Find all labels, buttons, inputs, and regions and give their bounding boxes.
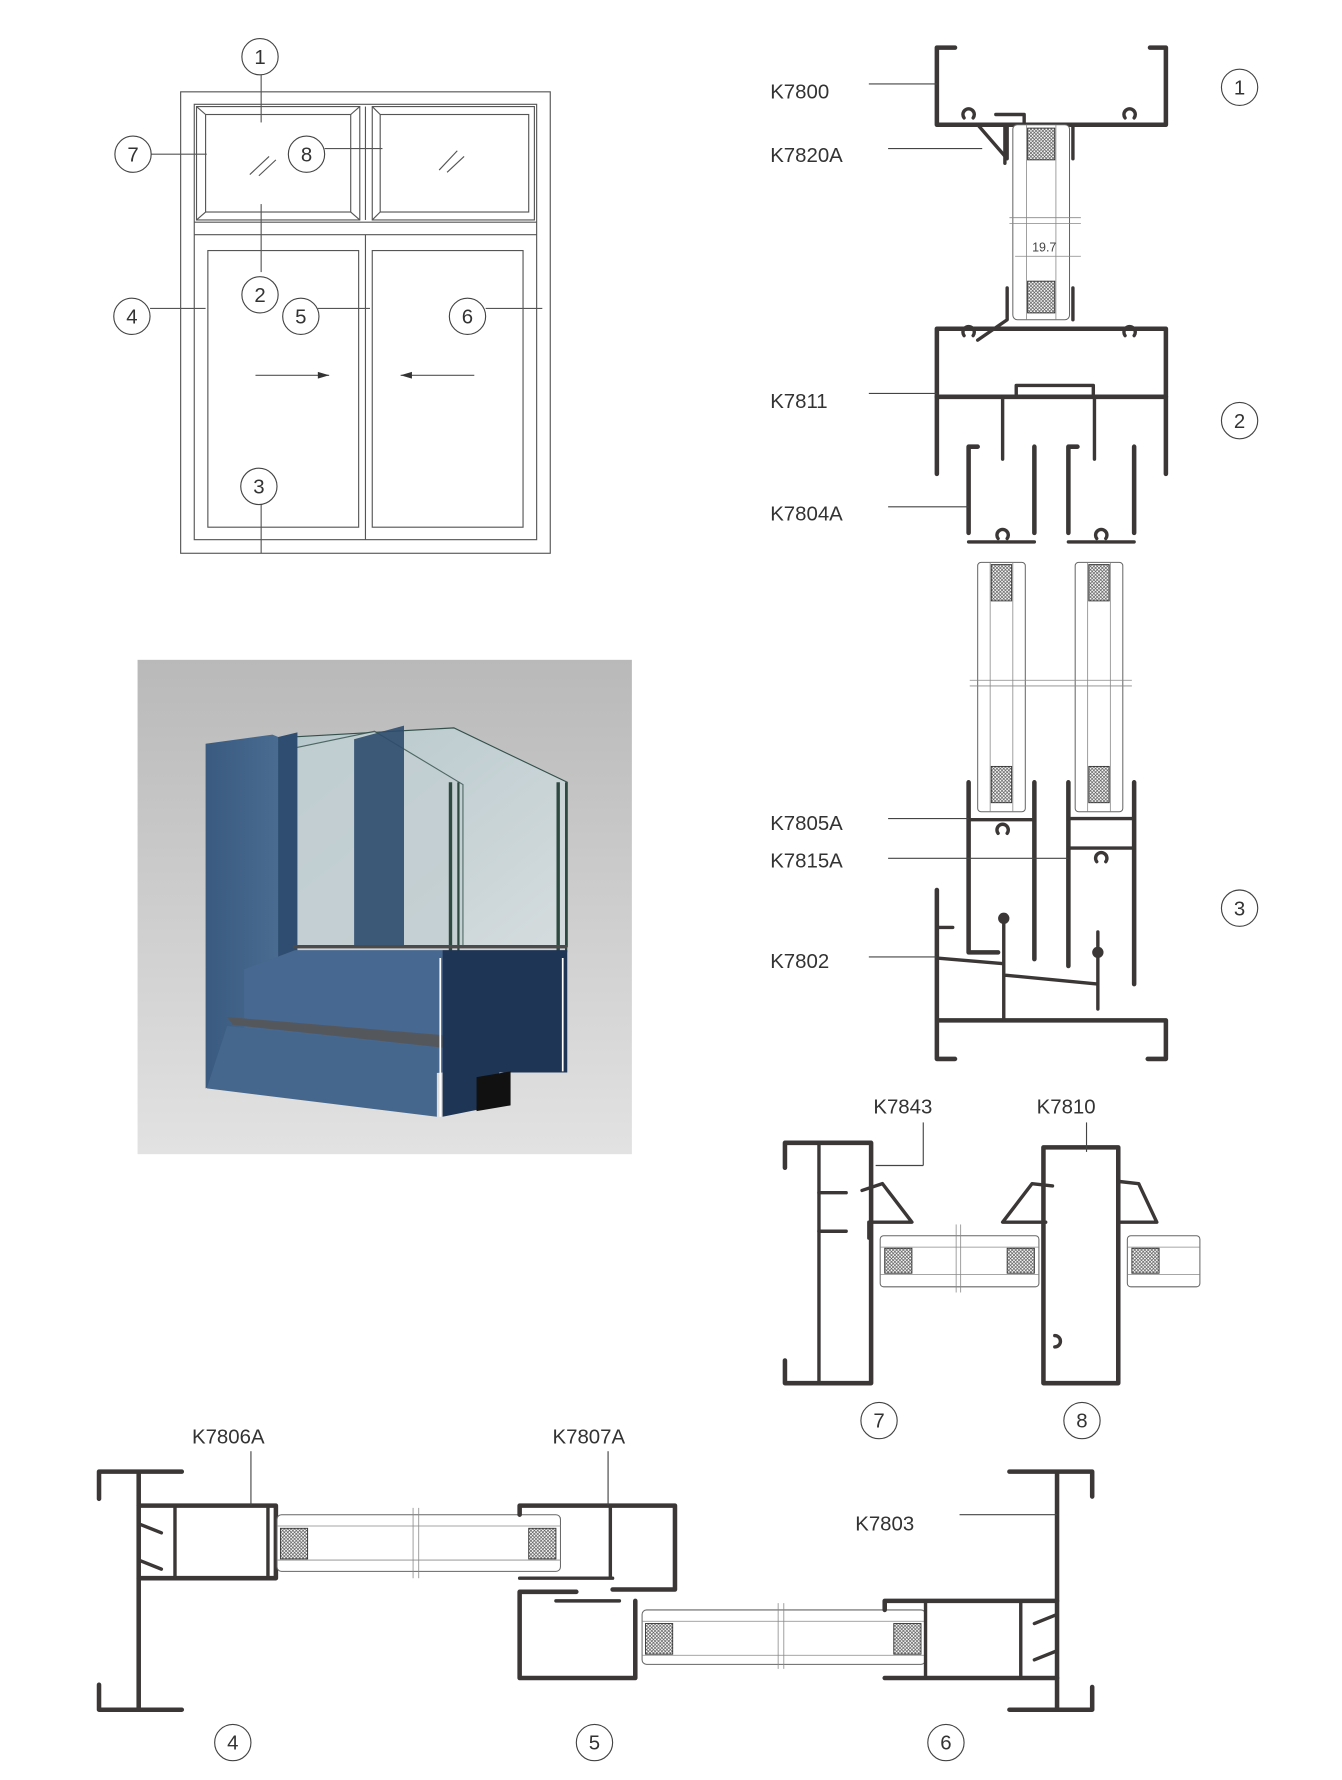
callout-2: 2 <box>1220 401 1259 440</box>
callout-7: 7 <box>114 135 152 173</box>
label-k7807a: K7807A <box>553 1426 626 1448</box>
callout-5: 5 <box>282 297 320 336</box>
callout-3: 3 <box>1220 889 1259 927</box>
profile-render-photo <box>137 659 632 1155</box>
label-k7806a: K7806A <box>192 1426 265 1448</box>
label-k7803: K7803 <box>855 1514 914 1536</box>
svg-text:3: 3 <box>1234 898 1245 920</box>
svg-text:19.7: 19.7 <box>1032 241 1056 255</box>
svg-text:6: 6 <box>940 1733 951 1755</box>
window-elevation: 1 7 8 2 4 5 6 3 <box>113 37 551 554</box>
callout-8: 8 <box>1063 1401 1101 1440</box>
callout-1: 1 <box>241 37 279 76</box>
label-k7804a: K7804A <box>770 503 843 525</box>
callout-5: 5 <box>575 1723 614 1762</box>
svg-text:6: 6 <box>462 306 473 328</box>
svg-text:2: 2 <box>254 285 265 307</box>
arrow-right-icon <box>255 371 330 379</box>
svg-text:5: 5 <box>589 1733 600 1755</box>
svg-text:2: 2 <box>1234 411 1245 433</box>
label-k7800: K7800 <box>770 82 829 104</box>
arrow-left-icon <box>400 371 475 379</box>
label-k7820a: K7820A <box>770 145 843 167</box>
callout-7: 7 <box>860 1401 898 1440</box>
glass-mark-icon <box>249 150 465 177</box>
svg-text:5: 5 <box>295 306 306 328</box>
callout-6: 6 <box>448 297 487 336</box>
callout-6: 6 <box>927 1723 965 1762</box>
svg-text:4: 4 <box>126 306 137 328</box>
svg-text:7: 7 <box>127 144 138 166</box>
svg-text:8: 8 <box>301 144 312 166</box>
label-k7811: K7811 <box>770 391 827 413</box>
callout-4: 4 <box>113 297 151 336</box>
callout-1: 1 <box>1220 68 1259 107</box>
fixed-mullion-section: K7843 K7810 7 8 <box>782 1096 1201 1440</box>
label-k7843: K7843 <box>873 1096 932 1118</box>
callout-8: 8 <box>287 135 326 173</box>
label-k7815a: K7815A <box>770 850 843 872</box>
vertical-section: 19.7 <box>770 45 1259 1062</box>
callout-4: 4 <box>214 1723 252 1762</box>
label-k7802: K7802 <box>770 951 829 973</box>
horizontal-section: K7806A K7807A K7803 4 5 6 <box>96 1426 1095 1762</box>
svg-text:1: 1 <box>1234 77 1245 99</box>
callout-3: 3 <box>240 467 278 506</box>
label-k7805a: K7805A <box>770 813 843 835</box>
svg-text:3: 3 <box>253 477 264 499</box>
label-k7810: K7810 <box>1037 1096 1096 1118</box>
svg-text:8: 8 <box>1076 1411 1087 1433</box>
callout-2: 2 <box>241 276 279 314</box>
svg-text:7: 7 <box>873 1411 884 1433</box>
svg-text:1: 1 <box>254 47 265 69</box>
svg-text:4: 4 <box>227 1733 238 1755</box>
